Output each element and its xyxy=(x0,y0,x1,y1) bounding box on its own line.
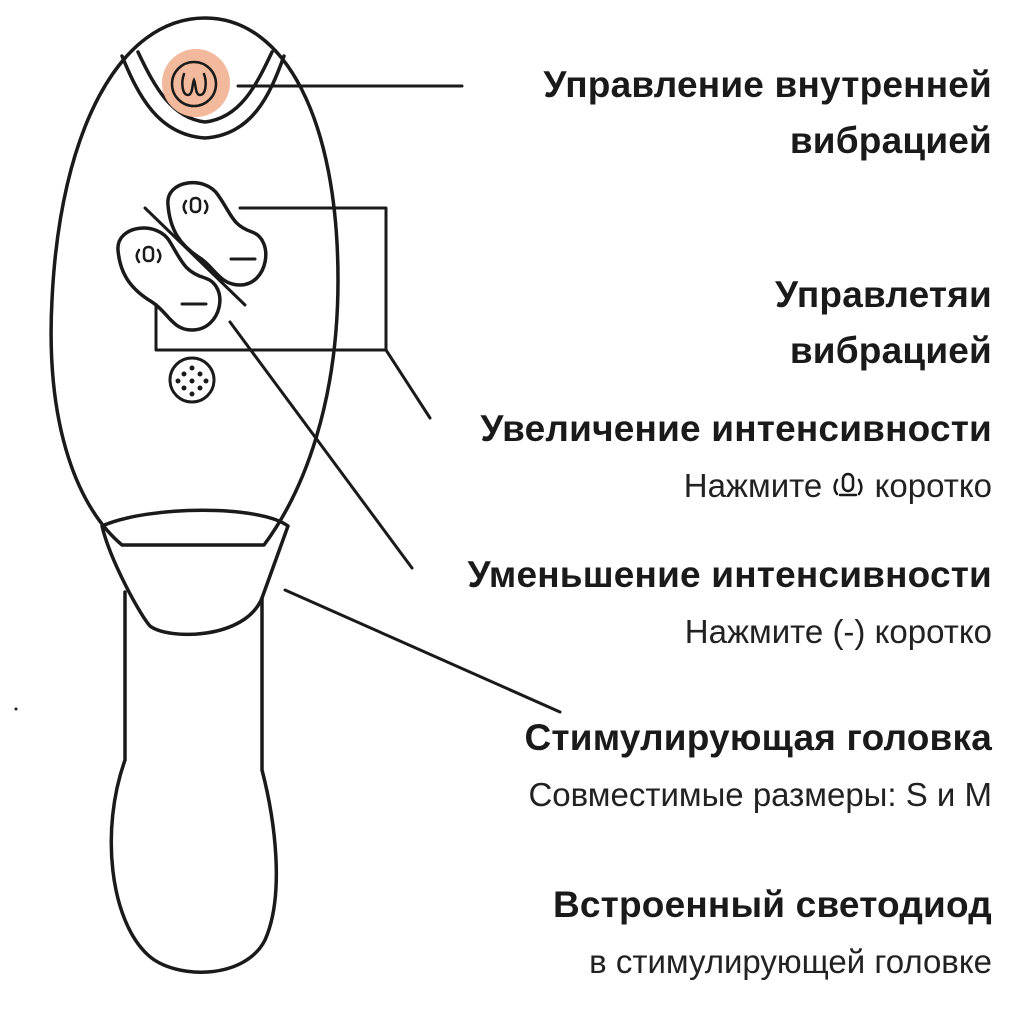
device-shaft xyxy=(109,590,279,974)
label-decrease: Уменьшение интенсивности Нажмите (-) кор… xyxy=(468,550,993,654)
dots-sensor-icon xyxy=(168,356,216,404)
top-vibration-button[interactable] xyxy=(162,49,230,117)
label-vibration-control: Управлетяи вибрацией xyxy=(775,270,992,376)
plus-button-shape[interactable] xyxy=(166,180,268,287)
inner-vibration-title-2: вибрацией xyxy=(789,120,992,161)
top-cap-inner xyxy=(136,50,274,124)
vibration-control-title-2: вибрацией xyxy=(789,330,992,371)
stray-dot xyxy=(14,707,18,711)
increase-desc-suffix: коротко xyxy=(874,467,992,504)
increase-title: Увеличение интенсивности xyxy=(480,408,992,449)
device-collar xyxy=(100,508,290,637)
increase-desc-prefix: Нажмите xyxy=(683,467,823,504)
head-title: Стимулирующая головка xyxy=(524,717,992,758)
wave-logo-icon xyxy=(181,72,207,97)
vibration-control-title-1: Управлетяи xyxy=(775,274,992,315)
vibration-icon xyxy=(831,467,865,497)
callout-decrease xyxy=(228,320,414,570)
decrease-desc: Нажмите (-) коротко xyxy=(684,613,992,650)
head-desc: Совместимые размеры: S и M xyxy=(528,776,992,813)
vibration-icon xyxy=(182,196,209,215)
top-cap xyxy=(120,54,286,140)
callout-increase xyxy=(384,348,432,420)
label-inner-vibration: Управление внутренней вибрацией xyxy=(543,60,992,166)
label-increase: Увеличение интенсивности Нажмите коротко xyxy=(480,404,992,508)
vibration-icon xyxy=(135,245,162,264)
decrease-title: Уменьшение интенсивности xyxy=(467,554,992,595)
device-body xyxy=(49,16,340,547)
increase-desc: Нажмите коротко xyxy=(480,464,992,508)
led-title: Встроенный светодиод xyxy=(552,884,992,925)
sensor-dots xyxy=(175,365,209,397)
inner-vibration-title-1: Управление внутренней xyxy=(543,64,992,105)
led-desc: в стимулирующей головке xyxy=(589,943,992,980)
label-head: Стимулирующая головка Совместимые размер… xyxy=(525,713,992,817)
minus-button-shape[interactable] xyxy=(116,226,222,332)
callout-head xyxy=(283,588,562,714)
label-led: Встроенный светодиод в стимулирующей гол… xyxy=(553,880,992,984)
button-divider xyxy=(143,206,247,307)
